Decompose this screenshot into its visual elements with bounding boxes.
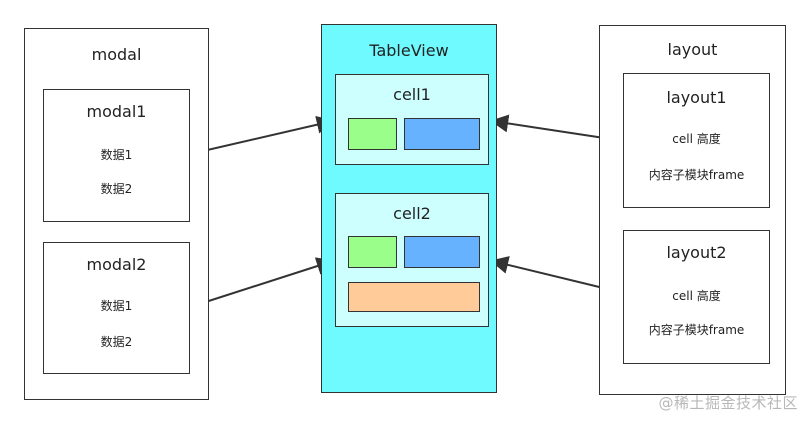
layout2-title: layout2	[666, 243, 727, 262]
tableview-title: TableView	[369, 41, 449, 60]
layout-title: layout	[667, 40, 718, 59]
cell1-green-block	[348, 118, 397, 150]
modal2-box: modal2 数据1 数据2	[43, 242, 190, 374]
layout1-box: layout1 cell 高度 内容子模块frame	[623, 73, 770, 208]
modal1-box: modal1 数据1 数据2	[43, 89, 190, 222]
cell2-green-block	[348, 236, 397, 268]
watermark: @稀土掘金技术社区	[658, 394, 798, 412]
modal2-title: modal2	[86, 255, 147, 274]
modal1-field-1: 数据1	[100, 148, 133, 162]
modal2-field-2: 数据2	[100, 335, 133, 349]
modal1-field-2: 数据2	[100, 182, 133, 196]
modal1-title: modal1	[86, 102, 147, 121]
layout1-field-1: cell 高度	[672, 132, 721, 146]
arrow-modal2-to-cell2	[189, 257, 335, 308]
cell2-title: cell2	[393, 204, 431, 223]
modal2-field-1: 数据1	[100, 299, 133, 313]
cell2-blue-block	[404, 236, 480, 268]
layout2-field-2: 内容子模块frame	[648, 323, 745, 337]
cell2-orange-block	[348, 282, 480, 312]
cell1-title: cell1	[393, 85, 431, 104]
arrow-modal1-to-cell1	[189, 115, 335, 155]
layout1-field-2: 内容子模块frame	[648, 168, 745, 182]
layout2-box: layout2 cell 高度 内容子模块frame	[623, 230, 770, 364]
layout1-title: layout1	[666, 88, 727, 107]
modal-title: modal	[91, 45, 142, 64]
layout2-field-1: cell 高度	[672, 289, 721, 303]
cell1-blue-block	[404, 118, 480, 150]
